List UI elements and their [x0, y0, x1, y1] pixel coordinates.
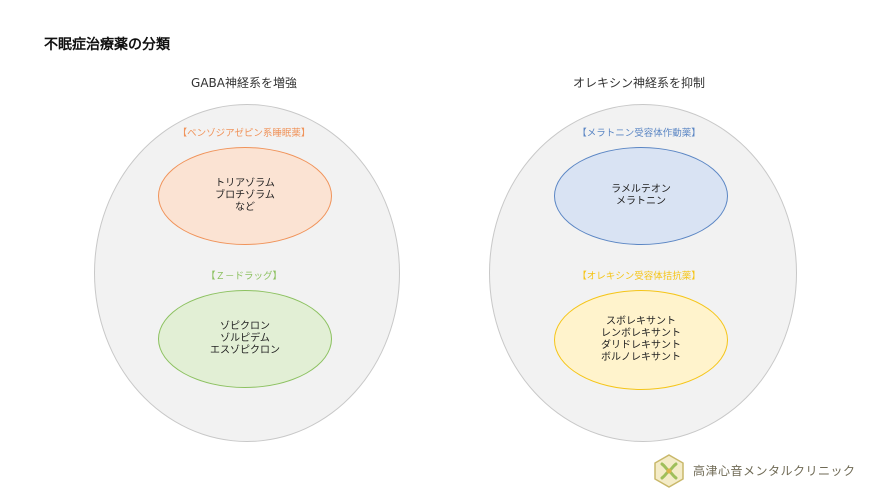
category-label-z-drug: 【Ｚ－ドラッグ】 [205, 271, 282, 282]
drug-name: ボルノレキサント [601, 352, 681, 363]
drug-name: ブロチゾラム [215, 190, 275, 201]
drug-name: スボレキサント [606, 316, 676, 327]
group-title-gaba: GABA神経系を増強 [191, 76, 297, 90]
category-label-benzodiazepine: 【ベンゾジアゼピン系睡眠薬】 [177, 128, 311, 139]
category-ellipse-orexin-antagonist: スボレキサント レンボレキサント ダリドレキサント ボルノレキサント [554, 290, 728, 390]
drug-name: ゾピクロン [220, 321, 270, 332]
clinic-logo-icon [654, 454, 684, 488]
page-title: 不眠症治療薬の分類 [44, 37, 170, 53]
category-label-orexin-antagonist: 【オレキシン受容体拮抗薬】 [577, 271, 701, 282]
drug-name: レンボレキサント [601, 328, 681, 339]
drug-name: ゾルピデム [220, 333, 270, 344]
category-ellipse-melatonin: ラメルテオン メラトニン [554, 147, 728, 245]
group-title-orexin: オレキシン神経系を抑制 [572, 76, 705, 90]
category-label-melatonin: 【メラトニン受容体作動薬】 [577, 128, 701, 139]
drug-name: エスゾピクロン [210, 345, 280, 356]
clinic-name: 高津心音メンタルクリニック [693, 464, 856, 478]
drug-name: メラトニン [616, 196, 666, 207]
drug-name: ラメルテオン [611, 184, 671, 195]
drug-name: など [235, 202, 255, 213]
drug-name: トリアゾラム [215, 178, 275, 189]
drug-name: ダリドレキサント [601, 340, 681, 351]
category-ellipse-z-drug: ゾピクロン ゾルピデム エスゾピクロン [158, 290, 332, 388]
category-ellipse-benzodiazepine: トリアゾラム ブロチゾラム など [158, 147, 332, 245]
